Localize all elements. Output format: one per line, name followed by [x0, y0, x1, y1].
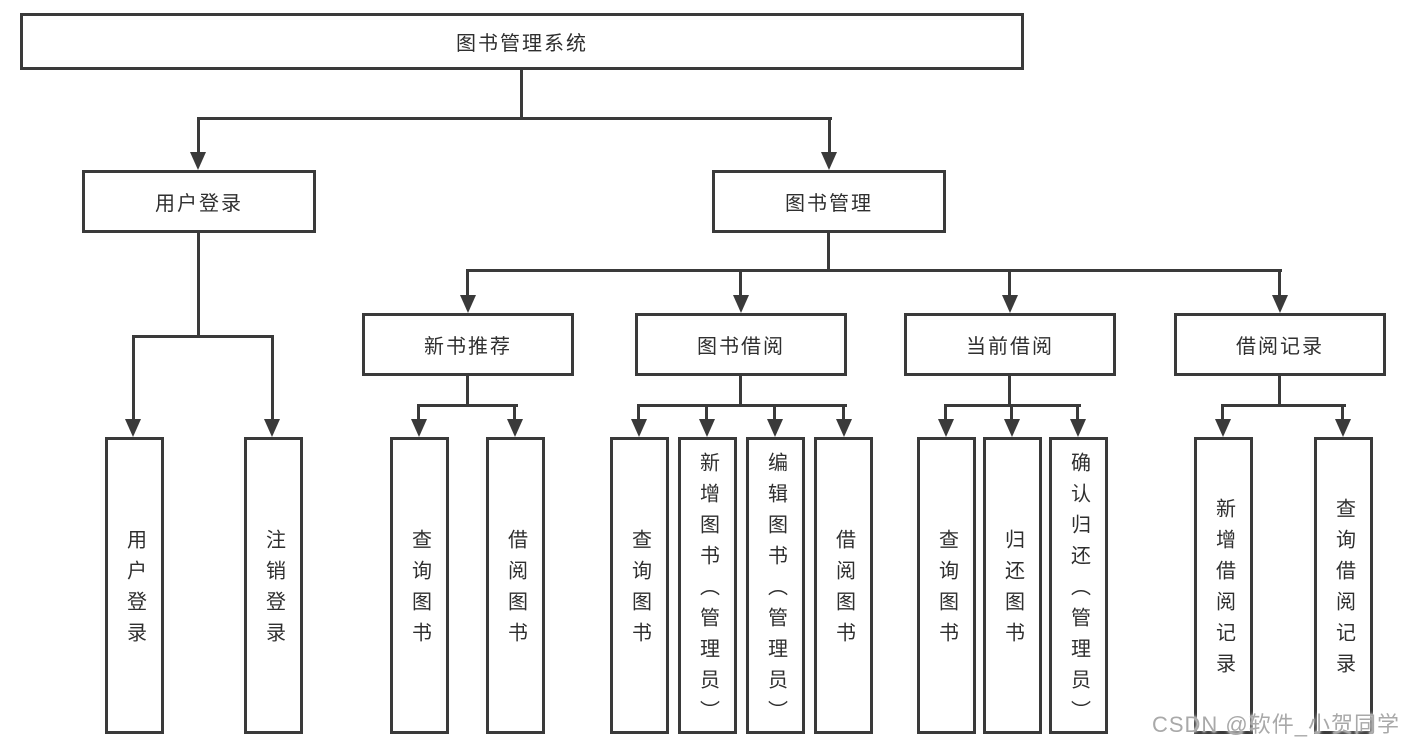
arrow-down-icon [264, 419, 280, 437]
branch-book-management-label: 图书管理 [785, 193, 873, 215]
connector-userlogin-hline [132, 335, 274, 338]
connector-userlogin-drop-2 [271, 335, 274, 421]
arrow-down-icon [1004, 419, 1020, 437]
connector-userlogin-drop-1 [132, 335, 135, 421]
group-new-book-label: 新书推荐 [424, 336, 512, 358]
connector-l1-hline [197, 117, 832, 120]
arrow-down-icon [1335, 419, 1351, 437]
leaf-newbook-borrow-box: 借阅图书 [486, 437, 545, 734]
arrow-down-icon [1272, 295, 1288, 313]
leaf-newbook-query-box: 查询图书 [390, 437, 449, 734]
leaf-borrow-query-label: 查询图书 [628, 529, 651, 653]
leaf-borrow-add-label: 新增图书（管理员） [696, 451, 719, 731]
group-current-borrow-label: 当前借阅 [966, 336, 1054, 358]
connector-borrow-drop-2 [705, 404, 708, 421]
leaf-current-query-label: 查询图书 [935, 529, 958, 653]
arrow-down-icon [938, 419, 954, 437]
leaf-logout-box: 注销登录 [244, 437, 303, 734]
connector-newbook-stem [466, 376, 469, 407]
arrow-down-icon [836, 419, 852, 437]
leaf-current-return-box: 归还图书 [983, 437, 1042, 734]
connector-l1-drop-left [197, 117, 200, 154]
branch-user-login-box: 用户登录 [82, 170, 316, 233]
leaf-user-login-label: 用户登录 [123, 529, 146, 653]
connector-current-stem [1008, 376, 1011, 407]
leaf-records-add-label: 新增借阅记录 [1212, 498, 1235, 684]
connector-records-hline [1221, 404, 1346, 407]
connector-bookmgmt-drop-1 [466, 269, 469, 297]
connector-records-drop-1 [1221, 404, 1224, 421]
arrow-down-icon [507, 419, 523, 437]
leaf-newbook-borrow-label: 借阅图书 [504, 529, 527, 653]
arrow-down-icon [699, 419, 715, 437]
connector-current-drop-2 [1010, 404, 1013, 421]
group-new-book-box: 新书推荐 [362, 313, 574, 376]
connector-newbook-drop-1 [417, 404, 420, 421]
root-box: 图书管理系统 [20, 13, 1024, 70]
arrow-down-icon [631, 419, 647, 437]
connector-bookmgmt-hline [466, 269, 1282, 272]
leaf-records-add-box: 新增借阅记录 [1194, 437, 1253, 734]
arrow-down-icon [1002, 295, 1018, 313]
arrow-down-icon [190, 152, 206, 170]
connector-borrow-hline [637, 404, 847, 407]
leaf-current-confirm-label: 确认归还（管理员） [1067, 451, 1090, 731]
connector-bookmgmt-drop-4 [1278, 269, 1281, 297]
root-label: 图书管理系统 [456, 33, 588, 55]
arrow-down-icon [1070, 419, 1086, 437]
leaf-newbook-query-label: 查询图书 [408, 529, 431, 653]
connector-root-stem [520, 69, 523, 119]
watermark-text: CSDN @软件_小贺同学 [1151, 712, 1400, 737]
group-current-borrow-box: 当前借阅 [904, 313, 1116, 376]
arrow-down-icon [733, 295, 749, 313]
connector-current-drop-3 [1076, 404, 1079, 421]
leaf-borrow-borrow-box: 借阅图书 [814, 437, 873, 734]
branch-user-login-label: 用户登录 [155, 193, 243, 215]
connector-bookmgmt-stem [827, 233, 830, 271]
arrow-down-icon [125, 419, 141, 437]
connector-borrow-drop-1 [637, 404, 640, 421]
connector-l1-drop-right [828, 117, 831, 154]
arrow-down-icon [460, 295, 476, 313]
leaf-current-confirm-box: 确认归还（管理员） [1049, 437, 1108, 734]
arrow-down-icon [767, 419, 783, 437]
connector-newbook-drop-2 [513, 404, 516, 421]
arrow-down-icon [1215, 419, 1231, 437]
arrow-down-icon [821, 152, 837, 170]
leaf-borrow-edit-label: 编辑图书（管理员） [764, 451, 787, 731]
connector-borrow-drop-4 [842, 404, 845, 421]
leaf-borrow-add-box: 新增图书（管理员） [678, 437, 737, 734]
connector-current-drop-1 [944, 404, 947, 421]
leaf-borrow-query-box: 查询图书 [610, 437, 669, 734]
arrow-down-icon [411, 419, 427, 437]
leaf-borrow-edit-box: 编辑图书（管理员） [746, 437, 805, 734]
connector-borrow-drop-3 [773, 404, 776, 421]
leaf-current-return-label: 归还图书 [1001, 529, 1024, 653]
leaf-user-login-box: 用户登录 [105, 437, 164, 734]
group-borrow-records-label: 借阅记录 [1236, 336, 1324, 358]
leaf-current-query-box: 查询图书 [917, 437, 976, 734]
connector-records-stem [1278, 376, 1281, 407]
connector-bookmgmt-drop-3 [1008, 269, 1011, 297]
connector-records-drop-2 [1341, 404, 1344, 421]
connector-bookmgmt-drop-2 [739, 269, 742, 297]
connector-borrow-stem [739, 376, 742, 407]
leaf-logout-label: 注销登录 [262, 529, 285, 653]
group-book-borrow-box: 图书借阅 [635, 313, 847, 376]
connector-newbook-hline [417, 404, 518, 407]
group-book-borrow-label: 图书借阅 [697, 336, 785, 358]
leaf-borrow-borrow-label: 借阅图书 [832, 529, 855, 653]
leaf-records-query-box: 查询借阅记录 [1314, 437, 1373, 734]
group-borrow-records-box: 借阅记录 [1174, 313, 1386, 376]
branch-book-management-box: 图书管理 [712, 170, 946, 233]
connector-userlogin-stem [197, 233, 200, 337]
leaf-records-query-label: 查询借阅记录 [1332, 498, 1355, 684]
